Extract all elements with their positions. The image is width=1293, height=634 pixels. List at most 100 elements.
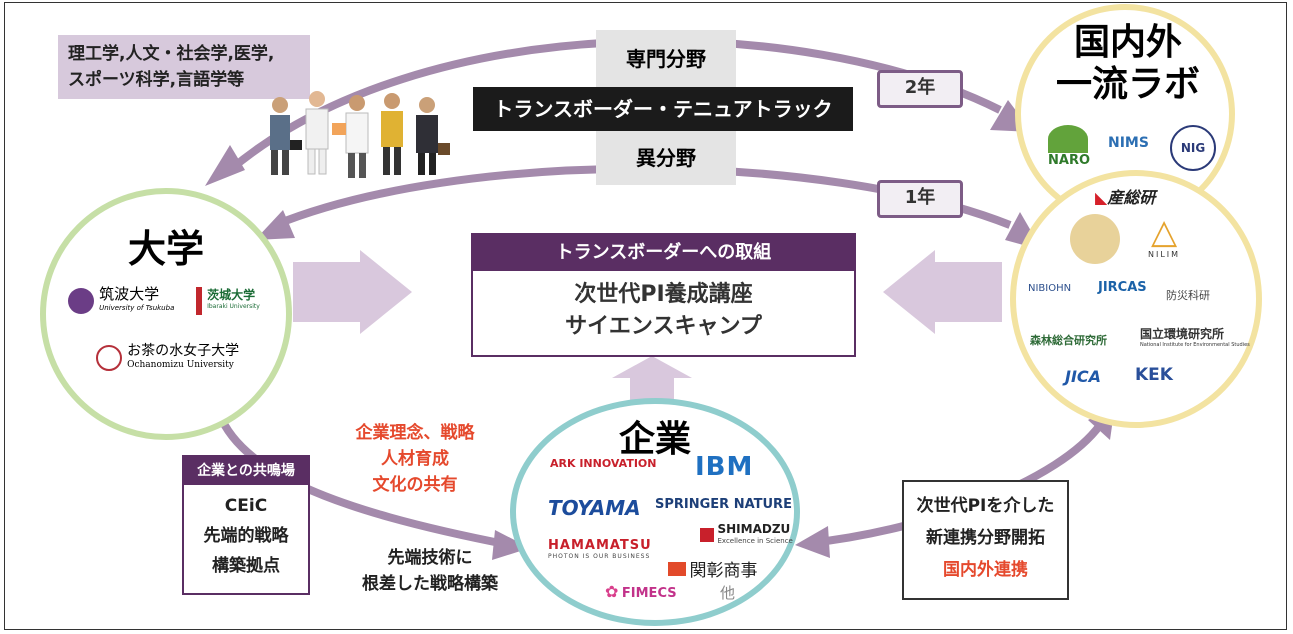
nilim-logo: △ NILIM [1148,214,1180,259]
tsukuba-name: 筑波大学 [99,285,160,303]
arrowhead-company-right [795,526,830,558]
resonance-line-2: 先端的戦略 [203,526,289,546]
others-label: 他 [720,584,736,602]
university-title: 大学 [127,227,204,271]
advanced-strategy: 先端技術に 根差した戦略構築 [355,545,505,597]
fimecs-name: FIMECS [621,586,677,601]
tsukuba-emblem-icon [68,288,94,314]
nies-logo: 国立環境研究所 National Institute for Environme… [1140,325,1250,348]
corporate-values: 企業理念、戦略 人材育成 文化の共有 [330,420,500,498]
arrowhead-univ-second [255,210,295,240]
program-line-2: サイエンスキャンプ [565,314,762,339]
arrowhead-univ-top [205,145,245,186]
jica-logo: JICA [1065,367,1102,386]
sekisho-name: 関彰商事 [689,561,758,581]
shimadzu-name: SHIMADZU [717,522,791,536]
nies-sub: National Institute for Environmental Stu… [1140,342,1250,348]
program-box: トランスボーダーへの取組 次世代PI養成講座 サイエンスキャンプ [471,233,856,357]
nibiohn-logo: NIBIOHN [1028,283,1072,294]
fimecs-logo: ✿ FIMECS [605,582,677,601]
hamamatsu-sub: PHOTON IS OUR BUSINESS [548,553,651,560]
resonance-header: 企業との共鳴場 [184,457,308,485]
nilim-triangle-icon: △ [1150,212,1178,252]
arrow-univ-program [293,250,412,334]
university-circle: 大学 筑波大学 University of Tsukuba 茨城大学 Ibara… [40,188,292,440]
ochanomizu-name: お茶の水女子大学 [127,343,240,359]
ffpri-logo: 森林総合研究所 [1030,334,1107,347]
person-5 [416,97,450,175]
ibaraki-name: 茨城大学 [207,288,256,302]
labs-title-line-1: 国内外 [1073,22,1182,63]
ibaraki-logo: 茨城大学 Ibaraki University [196,287,260,315]
ochanomizu-emblem-icon [96,345,122,371]
aist-logo: ◣産総研 [1095,184,1155,208]
fields-line-1: 理工学,人文・社会学,医学, [68,44,275,64]
shimadzu-logo: SHIMADZU Excellence in Science [700,523,793,547]
different-field-label: 異分野 [596,131,736,185]
person-1 [270,97,302,175]
sekisho-emblem-icon [668,561,686,576]
aist-name: 産総研 [1107,188,1156,207]
fimecs-emblem-icon: ✿ [605,582,619,601]
naro-logo: NARO [1048,125,1090,168]
program-header: トランスボーダーへの取組 [473,235,854,271]
collaboration-line-1: 次世代PIを介した [916,496,1055,516]
labs-title: 国内外 一流ラボ [1038,22,1218,106]
shimadzu-sub: Excellence in Science [717,537,793,545]
ibm-logo: IBM [695,452,754,482]
advanced-strategy-line-1: 先端技術に [387,548,473,568]
kek-logo: KEK [1135,365,1173,385]
resonance-line-1: CEiC [224,496,268,516]
jircas-logo: JIRCAS [1098,280,1147,295]
one-year-badge: 1年 [877,180,963,218]
collaboration-highlight: 国内外連携 [943,560,1028,580]
fields-line-2: スポーツ科学,言語学等 [68,70,245,90]
person-4 [381,93,403,175]
program-line-1: 次世代PI養成講座 [574,282,753,307]
arrow-company-program [612,356,692,405]
tenure-track-label: トランスボーダー・テニュアトラック [473,87,853,131]
labs-title-line-2: 一流ラボ [1055,64,1200,105]
person-2 [305,91,329,175]
two-year-badge: 2年 [877,70,963,108]
springer-nature-logo: SPRINGER NATURE [655,497,792,512]
sekisho-logo: 関彰商事 [668,556,758,581]
hamamatsu-name: HAMAMATSU [548,538,652,553]
company-title: 企業 [618,419,691,460]
bosai-logo: 防災科研 [1166,289,1210,302]
nies-name: 国立環境研究所 [1140,327,1225,341]
ark-logo: ARK INNOVATION [550,457,657,470]
nims-logo: NIMS [1108,135,1149,151]
toyama-logo: TOYAMA [548,496,641,520]
shimadzu-emblem-icon [700,528,714,542]
nilim-name: NILIM [1148,250,1181,259]
resonance-line-3: 構築拠点 [212,556,280,576]
person-3 [332,95,369,178]
nig-logo: NIG [1170,125,1216,171]
tsukuba-sub: University of Tsukuba [99,304,175,312]
ochanomizu-sub: Ochanomizu University [127,360,234,370]
ochanomizu-logo: お茶の水女子大学 Ochanomizu University [96,344,239,372]
frame-border [4,2,1287,630]
labs-circle-bottom [1010,170,1262,428]
advanced-strategy-line-2: 根差した戦略構築 [362,574,498,594]
specialty-label: 専門分野 [596,30,736,88]
corporate-values-line-2: 人材育成 [381,449,449,469]
corporate-values-line-3: 文化の共有 [372,475,458,495]
naro-name: NARO [1048,153,1091,168]
ibaraki-sub: Ibaraki University [207,303,260,310]
ibaraki-emblem-icon [196,287,202,315]
arrow-labs-program [883,250,1002,334]
collaboration-line-2: 新連携分野開拓 [926,528,1045,548]
fields-box: 理工学,人文・社会学,医学, スポーツ科学,言語学等 [58,35,310,99]
company-circle: 企業 [510,398,800,626]
resonance-box: 企業との共鳴場 CEiC 先端的戦略 構築拠点 [182,455,310,595]
corporate-values-line-1: 企業理念、戦略 [355,423,475,443]
meteorological-logo-icon [1070,214,1120,264]
tsukuba-logo: 筑波大学 University of Tsukuba [68,287,174,315]
researchers-illustration [270,91,450,178]
collaboration-box: 次世代PIを介した 新連携分野開拓 国内外連携 [902,480,1069,600]
arrowhead-company-left [492,530,530,560]
aist-emblem-icon: ◣ [1095,188,1108,207]
